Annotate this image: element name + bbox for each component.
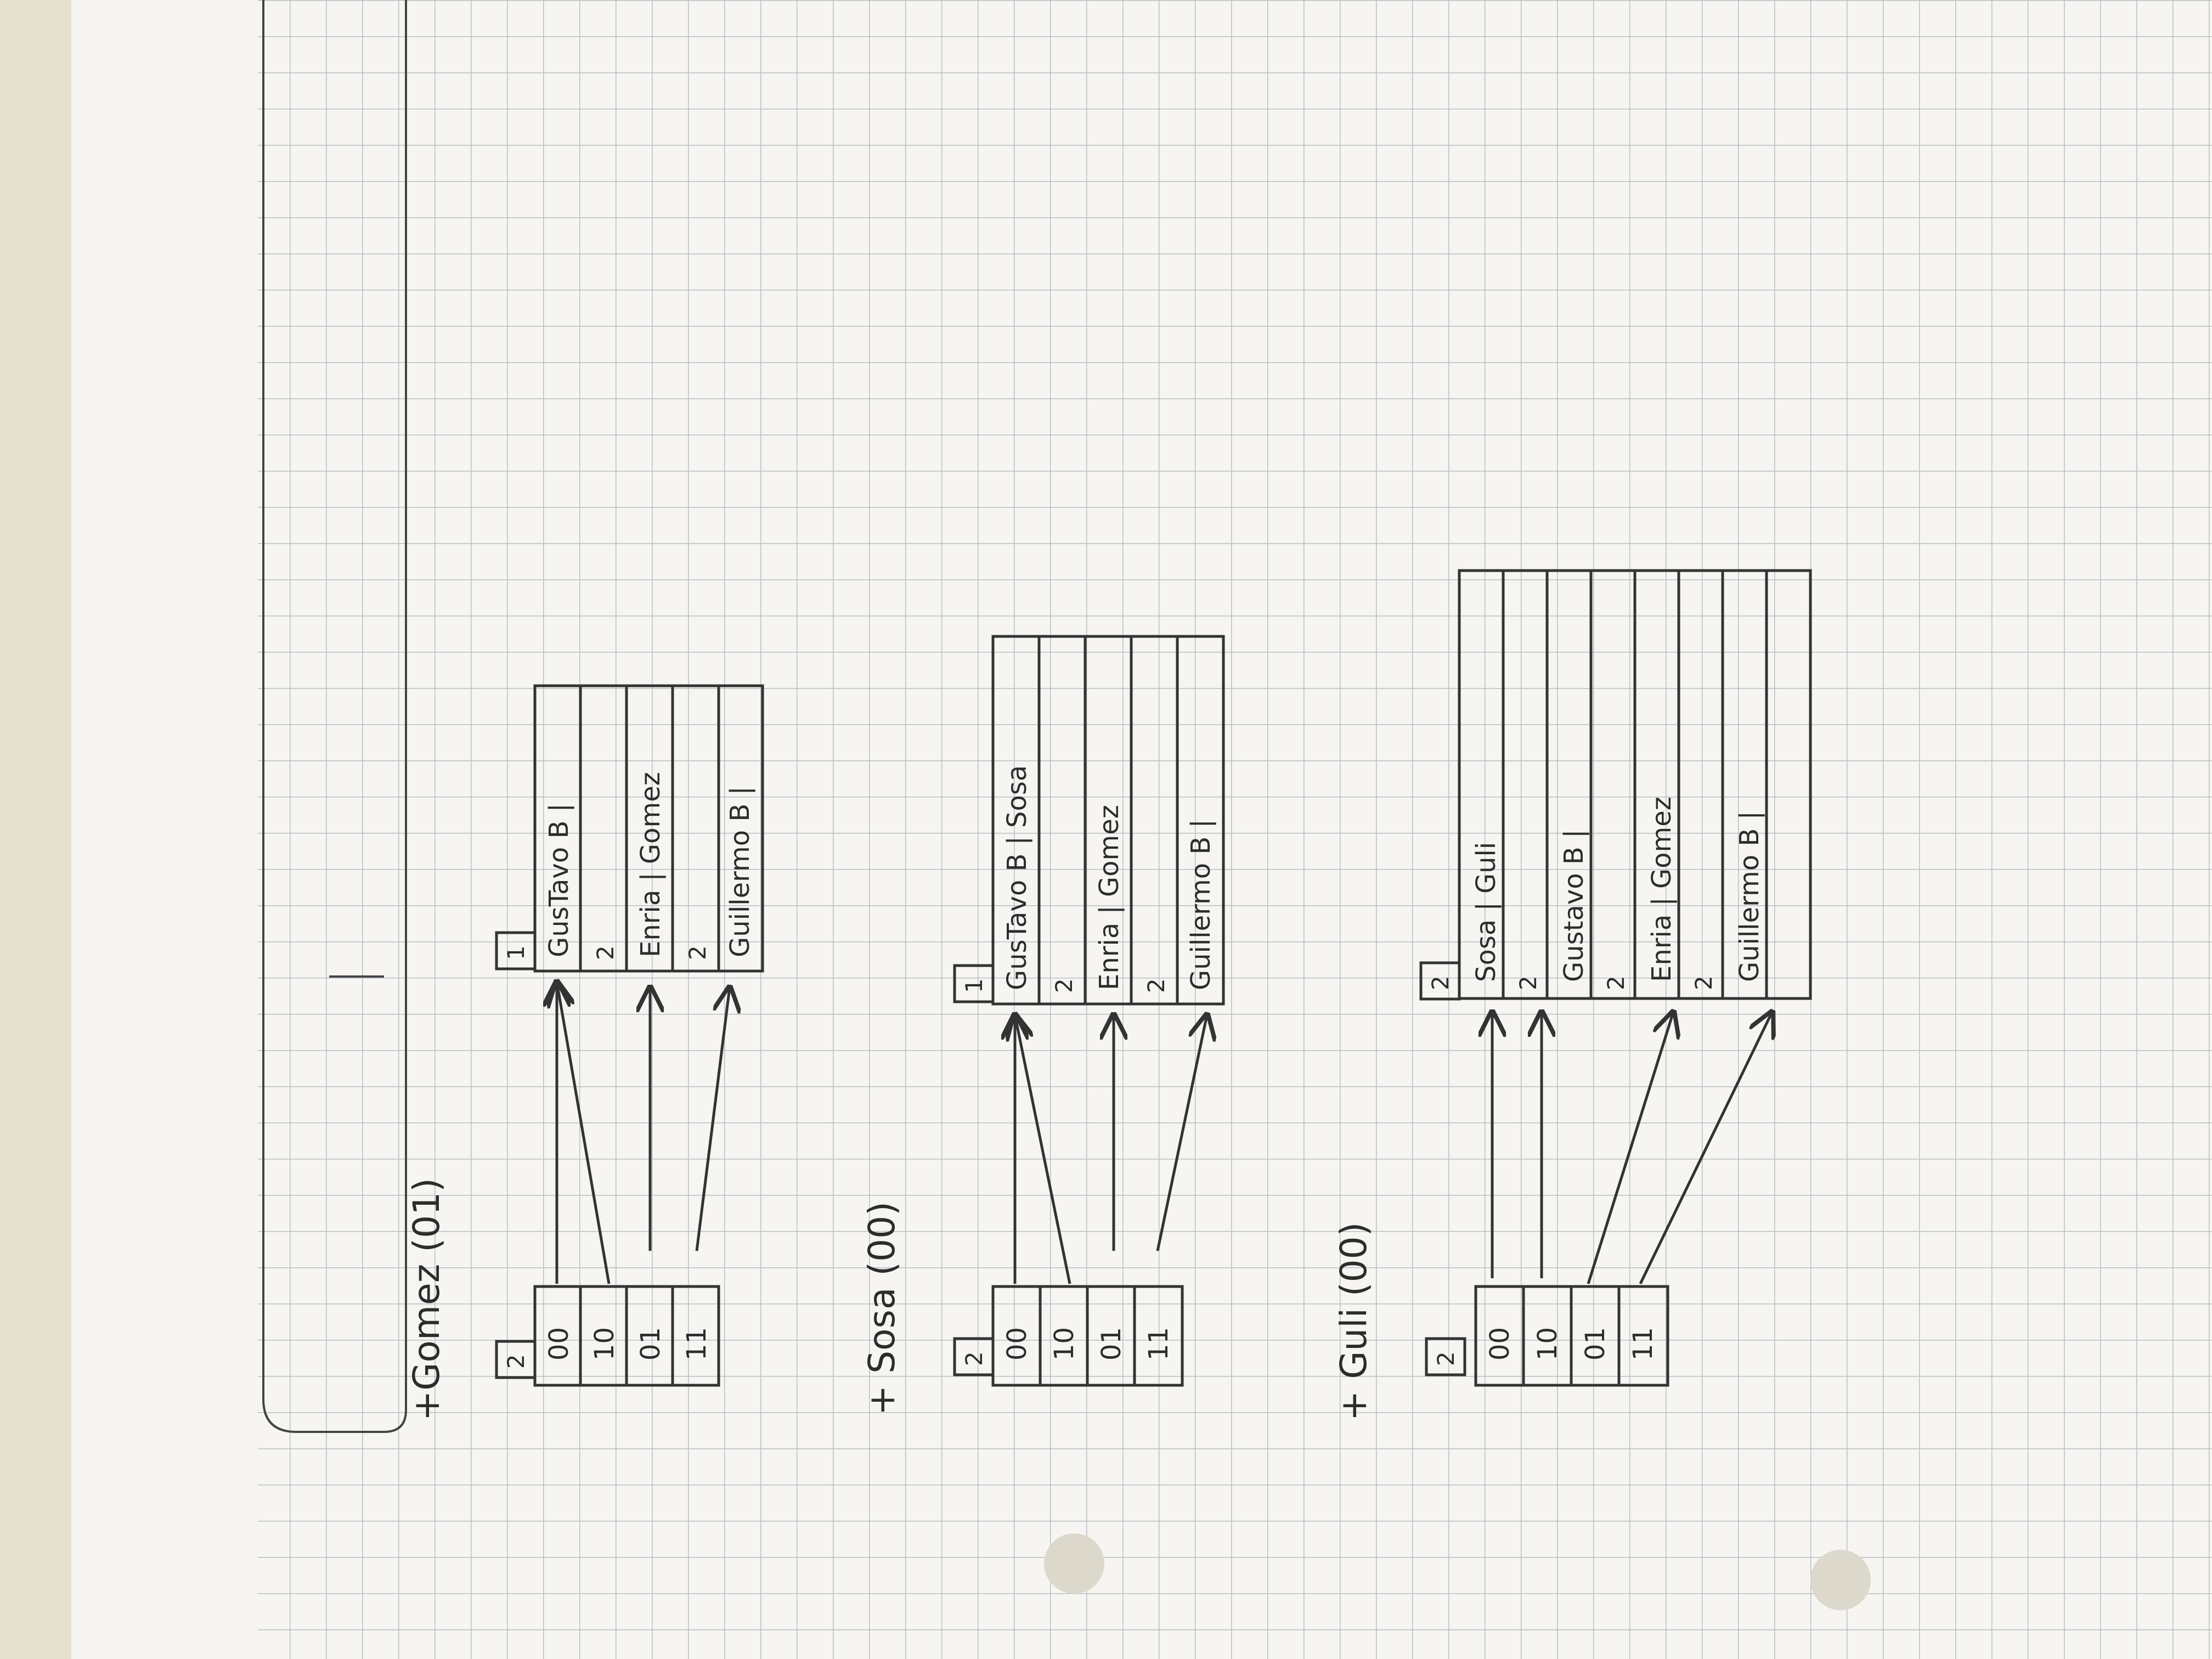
directory: 2 00 10 01 11 bbox=[1425, 1285, 1669, 1387]
global-depth: 2 bbox=[1432, 1351, 1459, 1366]
section-3: + Guli (00) 2 00 10 01 11 2 Sosa | Guli bbox=[1333, 569, 1812, 1421]
buckets: 2 Sosa | Guli 2 Gustavo B | 2 Enria | Go… bbox=[1419, 569, 1812, 1001]
bucket-record: Gustavo B | bbox=[1559, 830, 1589, 982]
directory-key: 10 bbox=[1532, 1327, 1563, 1361]
pointers bbox=[1015, 1015, 1207, 1284]
binder-hole bbox=[1044, 1533, 1104, 1594]
directory: 2 00 10 01 11 bbox=[495, 1285, 720, 1387]
bucket-record: Guillermo B | bbox=[1734, 811, 1765, 982]
grid-area bbox=[258, 0, 2212, 1659]
binder-hole bbox=[1810, 1550, 1871, 1610]
directory-key: 00 bbox=[544, 1327, 574, 1361]
directory-key: 11 bbox=[1628, 1327, 1658, 1361]
directory-key: 00 bbox=[1002, 1327, 1032, 1361]
bucket-depth: 2 bbox=[1690, 975, 1717, 990]
directory-key: 11 bbox=[681, 1327, 712, 1361]
bucket-record: Enria | Gomez bbox=[635, 772, 666, 957]
directory-key: 10 bbox=[1049, 1327, 1080, 1361]
bucket-record: Guillermo B | bbox=[1186, 819, 1216, 990]
section-2: + Sosa (00) 2 00 10 01 11 1 GusTavo B | … bbox=[861, 635, 1225, 1415]
desk-edge bbox=[0, 0, 71, 1659]
directory-key: 11 bbox=[1143, 1327, 1174, 1361]
section-title: + Guli (00) bbox=[1333, 1222, 1375, 1421]
bucket-depth: 1 bbox=[961, 978, 988, 993]
buckets: 1 GusTavo B | Sosa 2 Enria | Gomez 2 Gui… bbox=[953, 635, 1225, 1006]
directory: 2 00 10 01 11 bbox=[953, 1285, 1184, 1387]
bucket-record: Enria | Gomez bbox=[1094, 805, 1125, 990]
bucket-depth: 2 bbox=[1515, 975, 1542, 990]
pointers bbox=[557, 982, 730, 1284]
bucket-depth: 2 bbox=[1602, 975, 1629, 990]
directory-key: 01 bbox=[1096, 1327, 1127, 1361]
directory-key: 01 bbox=[1580, 1327, 1611, 1361]
directory-key: 01 bbox=[635, 1327, 666, 1361]
bucket-record: Guillermo B | bbox=[725, 786, 755, 957]
bucket-record: GusTavo B | bbox=[544, 803, 574, 957]
bucket-record: Sosa | Guli bbox=[1471, 842, 1502, 982]
bucket-depth: 1 bbox=[503, 945, 529, 960]
section-title: +Gomez (01) bbox=[405, 1178, 448, 1421]
header-band bbox=[262, 0, 407, 1433]
directory-key: 00 bbox=[1485, 1327, 1515, 1361]
global-depth: 2 bbox=[503, 1354, 529, 1369]
directory-key: 10 bbox=[589, 1327, 620, 1361]
pointers bbox=[1492, 1012, 1772, 1285]
bucket-record: Enria | Gomez bbox=[1646, 797, 1677, 982]
bucket-record: GusTavo B | Sosa bbox=[1002, 765, 1032, 990]
bucket-depth: 2 bbox=[684, 945, 711, 960]
bucket-depth: 2 bbox=[1051, 978, 1077, 993]
section-1: +Gomez (01) 2 00 10 01 11 1 GusTavo B | … bbox=[405, 684, 764, 1421]
bucket-depth: 2 bbox=[592, 945, 619, 960]
buckets: 1 GusTavo B | 2 Enria | Gomez 2 Guillerm… bbox=[495, 684, 764, 973]
section-title: + Sosa (00) bbox=[861, 1201, 903, 1415]
bucket-depth: 2 bbox=[1143, 978, 1170, 993]
bucket-depth: 2 bbox=[1427, 975, 1454, 990]
global-depth: 2 bbox=[961, 1351, 988, 1366]
